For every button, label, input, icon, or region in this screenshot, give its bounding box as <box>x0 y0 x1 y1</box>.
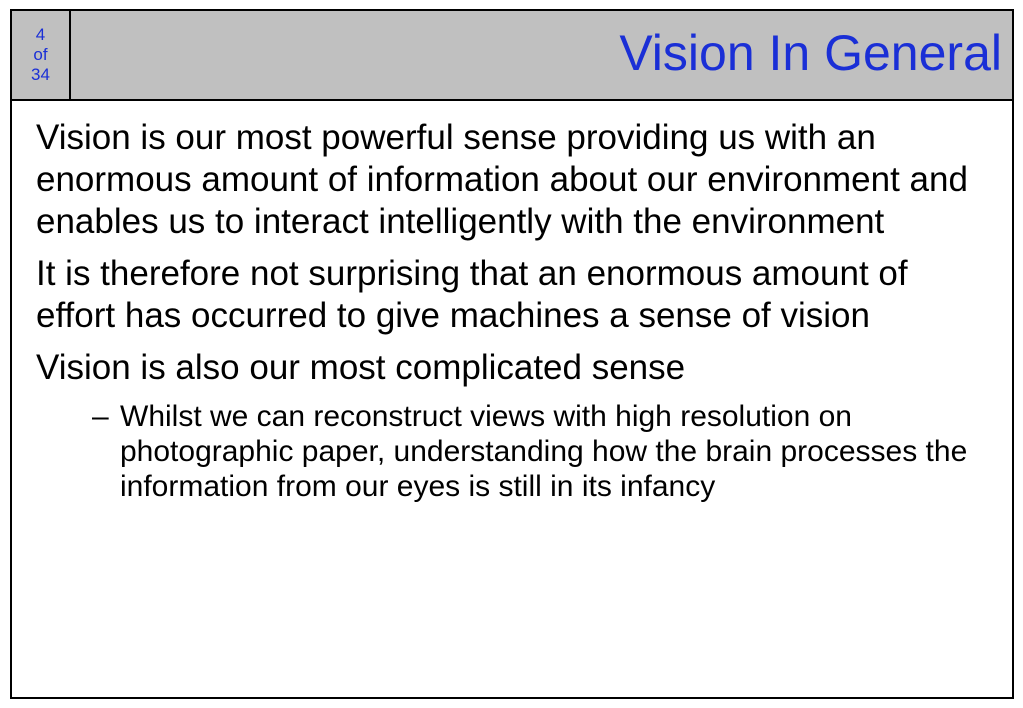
sub-bullet-brain-processing: – Whilst we can reconstruct views with h… <box>92 399 996 504</box>
page-of-label: of <box>33 45 48 64</box>
slide: 4 of 34 Vision In General Vision is our … <box>10 9 1014 699</box>
slide-header: 4 of 34 Vision In General <box>12 11 1012 101</box>
slide-content: Vision is our most powerful sense provid… <box>36 117 996 504</box>
bullet-machine-vision-effort: It is therefore not surprising that an e… <box>36 254 908 335</box>
bullet-vision-powerful-sense: Vision is our most powerful sense provid… <box>36 118 968 241</box>
page-counter: 4 of 34 <box>12 11 71 99</box>
bullet-vision-complicated: Vision is also our most complicated sens… <box>36 348 686 387</box>
slide-title: Vision In General <box>619 25 1002 81</box>
page-number: 4 <box>35 25 46 44</box>
sub-bullet-text: Whilst we can reconstruct views with hig… <box>120 400 968 503</box>
dash-marker: – <box>92 400 109 433</box>
page-total: 34 <box>31 65 50 84</box>
